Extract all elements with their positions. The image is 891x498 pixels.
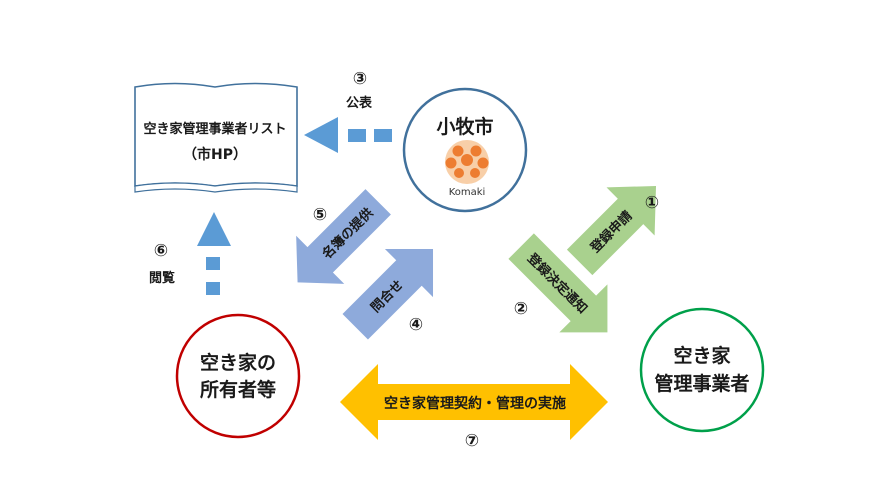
step-4-number: ④ xyxy=(409,315,423,335)
step-5-number: ⑤ xyxy=(313,205,327,225)
city-logo-text: Komaki xyxy=(449,187,486,198)
step-6-number: ⑥ xyxy=(154,241,168,261)
city-node: 小牧市 Komaki xyxy=(402,87,528,213)
step-7-number: ⑦ xyxy=(465,431,479,451)
publish-arrow xyxy=(304,117,392,153)
step-3-label: 公表 xyxy=(346,95,373,111)
registration-request-arrow: 登録申請 xyxy=(566,185,657,276)
step-3-number: ③ xyxy=(353,69,367,89)
operator-line2: 管理事業者 xyxy=(654,372,749,395)
contract-arrow: 空き家管理契約・管理の実施 xyxy=(340,364,608,440)
operator-line1: 空き家 xyxy=(673,344,731,367)
list-title: 空き家管理事業者リスト xyxy=(143,121,286,137)
step-2-number: ② xyxy=(514,299,528,319)
view-arrow xyxy=(197,212,231,295)
list-subtitle: （市HP） xyxy=(183,146,247,163)
owner-line2: 所有者等 xyxy=(200,378,276,401)
owner-node: 空き家の 所有者等 xyxy=(175,313,301,439)
step-7-label: 空き家管理契約・管理の実施 xyxy=(384,395,566,412)
operator-node: 空き家 管理事業者 xyxy=(639,307,765,433)
faces-logo-icon xyxy=(445,140,489,184)
step-6-label: 閲覧 xyxy=(149,270,175,286)
registration-notice-arrow: 登録決定通知 xyxy=(508,233,608,333)
operator-list-book: 空き家管理事業者リスト （市HP） xyxy=(134,82,298,193)
step-1-number: ① xyxy=(645,193,659,213)
city-name: 小牧市 xyxy=(436,115,493,138)
owner-line1: 空き家の xyxy=(200,351,276,374)
